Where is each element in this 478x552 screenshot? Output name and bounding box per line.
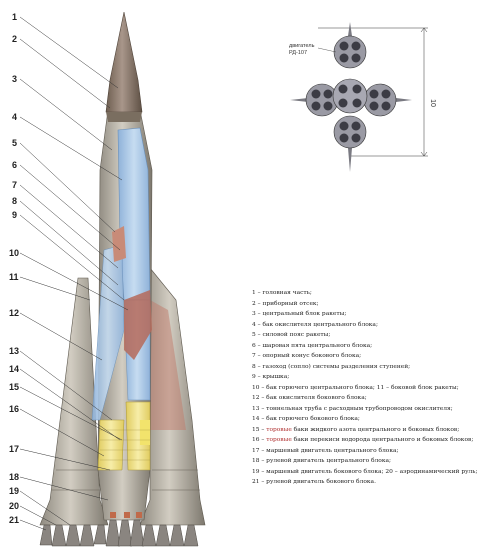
legend-item-text: 19 – маршевый двигатель бокового блока; …	[252, 468, 478, 475]
legend-item-text: 17 – маршевый двигатель центрального бло…	[252, 447, 399, 454]
legend-item: 3 – центральный блок ракеты;	[252, 309, 460, 320]
callout-9: 9	[12, 210, 18, 220]
aerodynamic-fins	[290, 22, 412, 172]
callout-2: 2	[12, 34, 18, 44]
callout-16: 16	[9, 404, 20, 414]
callout-7: 7	[12, 180, 18, 190]
callout-21: 21	[9, 515, 20, 525]
legend-item: 10 – бак горючего центрального блока; 11…	[252, 383, 460, 394]
legend-item-text: 10 – бак горючего центрального блока; 11…	[252, 384, 459, 391]
support-cone-cutaway	[112, 226, 152, 360]
legend-item: 19 – маршевый двигатель бокового блока; …	[252, 467, 478, 478]
callout-4: 4	[12, 112, 18, 122]
legend-item-text: 21 – рулевой двигатель бокового блока.	[252, 479, 376, 485]
engine-label-bottom: РД-107	[289, 50, 308, 56]
legend-item-text: 12 – бак окислителя бокового блока;	[252, 395, 367, 401]
legend-item: 18 – рулевой двигатель центрального блок…	[252, 456, 460, 467]
callout-14: 14	[9, 364, 20, 374]
legend-item: 7 – опорный конус бокового блока;	[252, 351, 460, 362]
legend-item-text: 18 – рулевой двигатель центрального блок…	[252, 458, 392, 464]
right-side-booster	[139, 267, 206, 526]
legend-item-text: 9 – крышка;	[252, 374, 290, 380]
tank-grid	[100, 429, 150, 461]
engine-nozzles	[39, 519, 199, 547]
legend-item: 14 – бак горючего бокового блока;	[252, 414, 460, 425]
legend-item: 21 – рулевой двигатель бокового блока.	[252, 477, 460, 488]
dimension-lines	[318, 27, 428, 157]
nozzle-rims	[110, 512, 142, 518]
legend-item-text: 5 – силовой пояс ракеты;	[252, 332, 331, 338]
booster-bottom	[333, 115, 367, 149]
rocket-cutaway-illustration	[19, 11, 206, 547]
callout-3: 3	[12, 74, 18, 84]
legend-item-text: 8 – газоход (сопло) системы разделения с…	[252, 363, 411, 370]
left-side-booster	[39, 277, 109, 526]
callout-5: 5	[12, 138, 18, 148]
legend-item-text: 3 – центральный блок ракеты;	[252, 311, 347, 317]
legend-item-text: 4 – бак окислителя центрального блока;	[252, 321, 378, 328]
legend-item: 1 – головная часть;	[252, 288, 460, 299]
legend-item: 16 – торовые баки перекиси водорода цент…	[252, 435, 473, 446]
legend: 1 – головная часть; 2 – приборный отсек; 3…	[252, 288, 478, 488]
legend-item: 9 – крышка;	[252, 372, 460, 383]
callout-12: 12	[9, 308, 20, 318]
dimension-label: 10	[428, 99, 436, 107]
callout-10: 10	[9, 248, 20, 258]
legend-item-text: 16 –	[252, 437, 267, 443]
legend-item: 8 – газоход (сопло) системы разделения с…	[252, 362, 460, 373]
rocket-top-view-diagram	[290, 22, 428, 172]
engine-label-top: двигатель	[289, 43, 315, 49]
booster-right	[363, 83, 397, 117]
legend-item: 2 – приборный отсек;	[252, 299, 460, 310]
callout-19: 19	[9, 486, 20, 496]
core-block-top	[332, 78, 368, 114]
callout-8: 8	[12, 196, 18, 206]
booster-left	[305, 83, 339, 117]
callout-6: 6	[12, 160, 18, 170]
callout-13: 13	[9, 346, 20, 356]
legend-item: 5 – силовой пояс ракеты;	[252, 330, 460, 341]
callout-20: 20	[9, 501, 20, 511]
fuel-tanks	[97, 401, 151, 471]
legend-item: 15 – торовые баки жидкого азота централь…	[252, 425, 460, 436]
legend-item: 13 – тоннельная труба с расходным трубоп…	[252, 404, 460, 415]
callout-17: 17	[9, 444, 20, 454]
legend-item-text: 15 –	[252, 426, 267, 433]
legend-item-text: 2 – приборный отсек;	[252, 300, 319, 307]
legend-item: 6 – шаровая пята центрального блока;	[252, 341, 460, 352]
legend-item-text: 1 – головная часть;	[252, 290, 312, 296]
callout-1: 1	[12, 12, 18, 22]
legend-item: 4 – бак окислителя центрального блока;	[252, 320, 460, 331]
legend-item-text: 7 – опорный конус бокового блока;	[252, 353, 362, 359]
booster-top	[333, 35, 367, 69]
legend-item-text: 13 – тоннельная труба с расходным трубоп…	[252, 405, 453, 412]
legend-item: 17 – маршевый двигатель центрального бло…	[252, 446, 460, 457]
legend-item-text: торовые	[266, 426, 292, 433]
legend-item-text: баки жидкого азота центрального и боковы…	[291, 426, 460, 433]
callout-15: 15	[9, 382, 20, 392]
callout-18: 18	[9, 472, 20, 482]
legend-item-text: 14 – бак горючего бокового блока;	[252, 416, 360, 422]
nose-cone	[105, 11, 143, 122]
legend-item-text: торовые	[266, 437, 292, 443]
callout-leader-lines	[19, 16, 129, 531]
legend-item: 12 – бак окислителя бокового блока;	[252, 393, 460, 404]
callout-11: 11	[9, 272, 19, 282]
legend-item-text: баки перекиси водорода центрального и бо…	[291, 437, 474, 443]
legend-item-text: 6 – шаровая пята центрального блока;	[252, 342, 373, 349]
